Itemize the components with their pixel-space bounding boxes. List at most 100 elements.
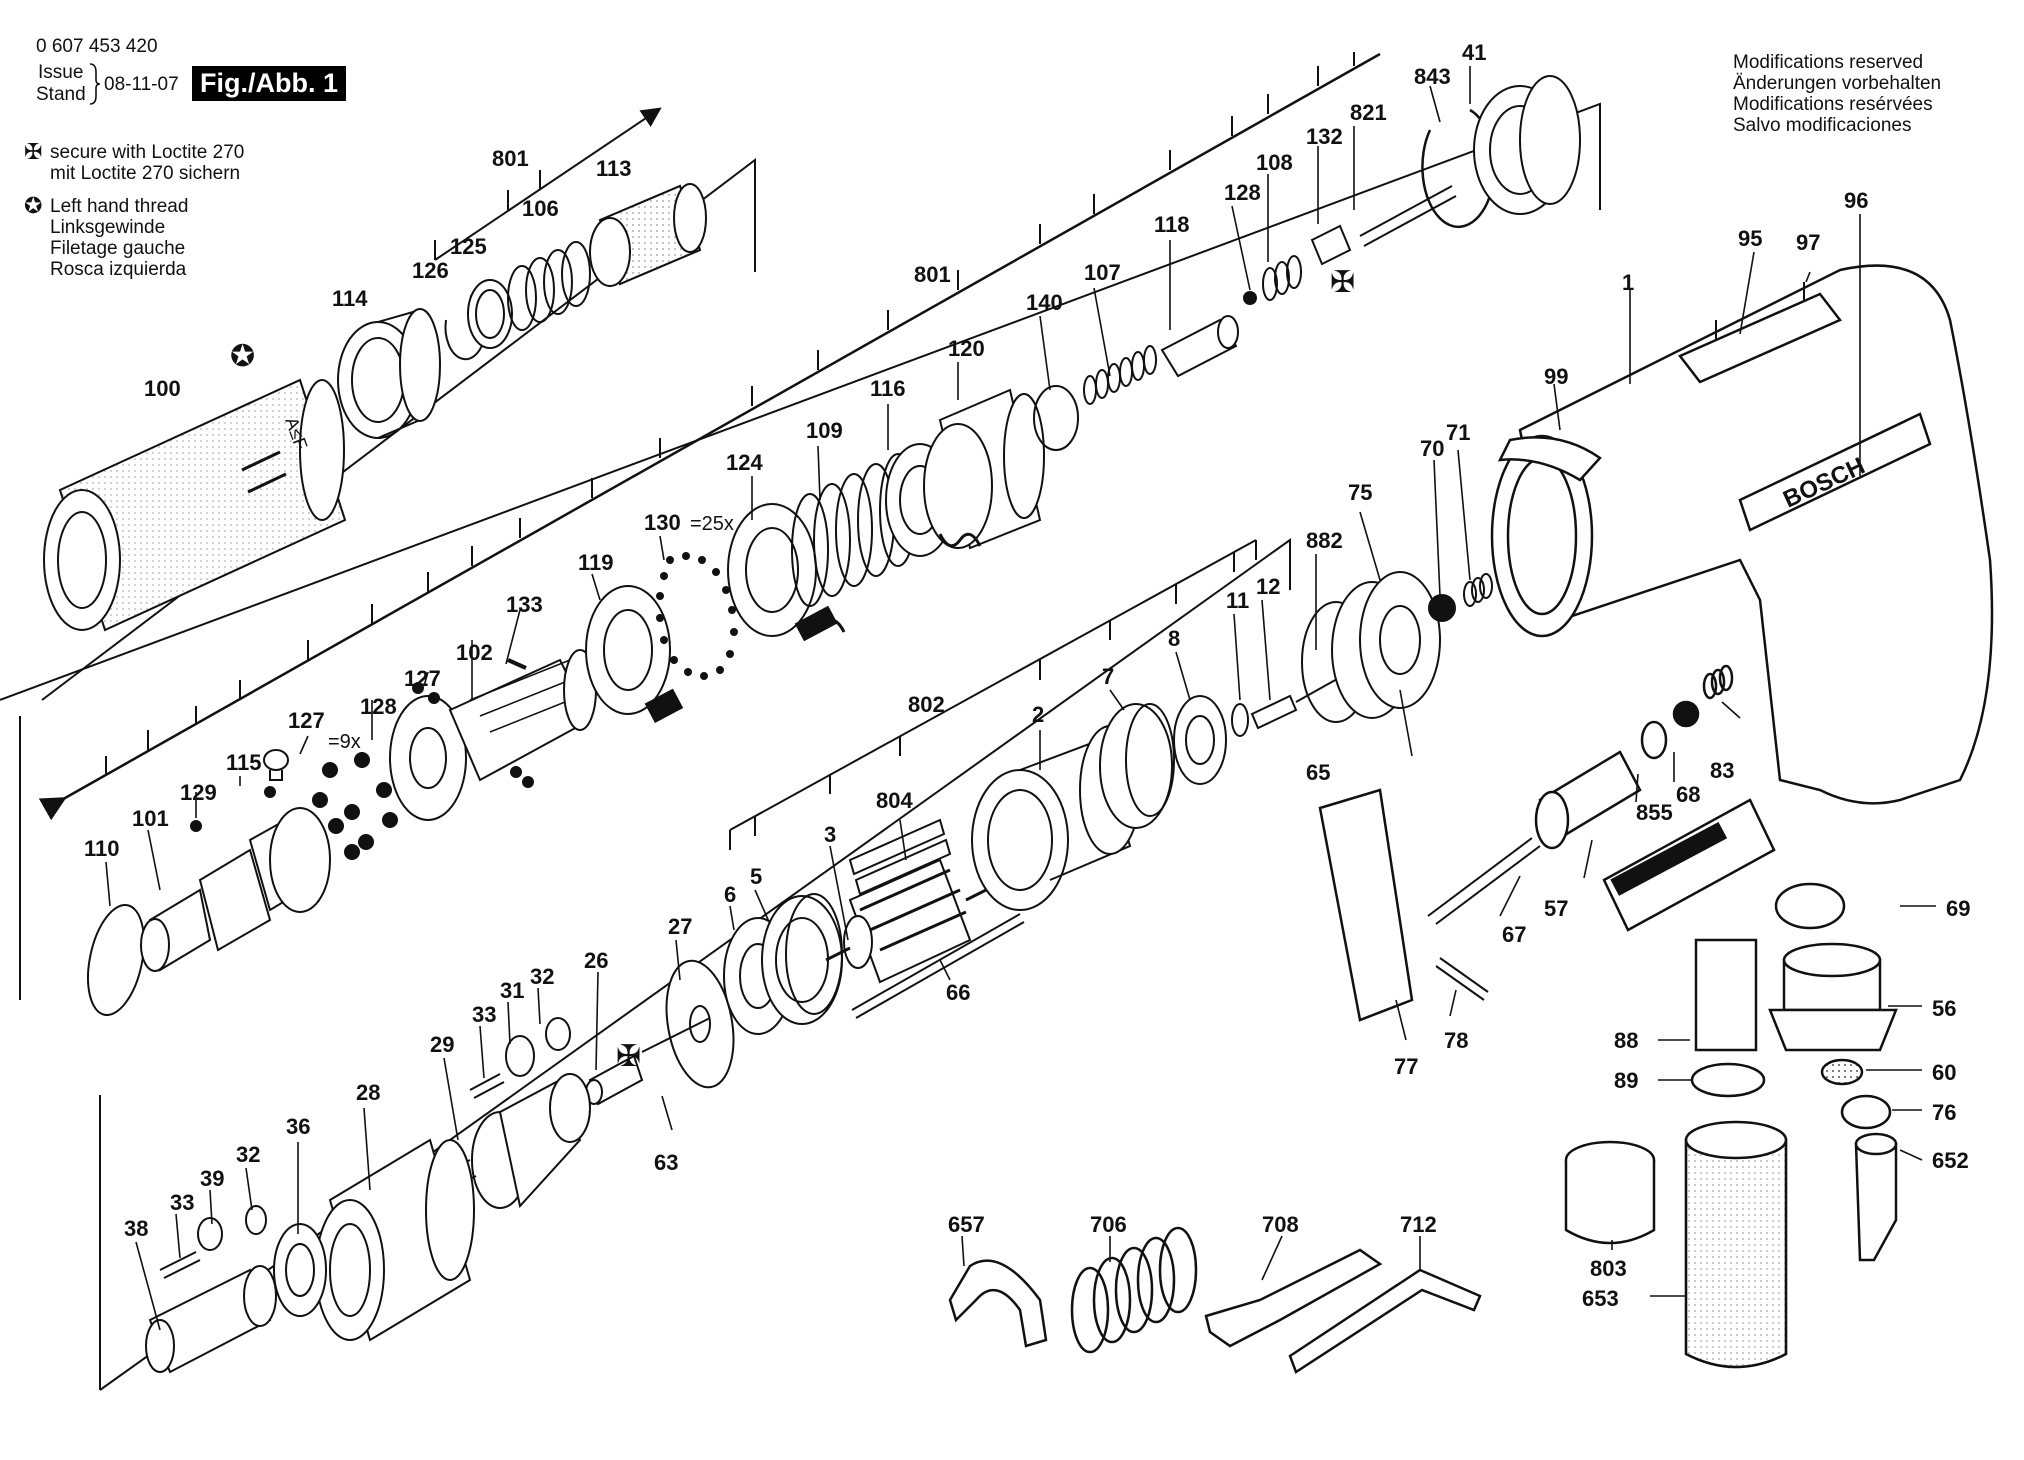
callout-label: 56 bbox=[1932, 996, 1956, 1021]
part-56-fitting bbox=[1768, 942, 1898, 1052]
spindle-assembly bbox=[38, 52, 1581, 1017]
motor-assembly bbox=[665, 539, 1493, 1089]
callout-label: 68 bbox=[1676, 782, 1700, 807]
part-129-ball bbox=[190, 820, 202, 832]
part-132-screw bbox=[1310, 224, 1352, 266]
mod-es: Salvo modificaciones bbox=[1733, 115, 1912, 136]
callout-label: 712 bbox=[1400, 1212, 1437, 1237]
callout-label: 89 bbox=[1614, 1068, 1638, 1093]
part-114-ring bbox=[337, 308, 441, 439]
callout-label: 75 bbox=[1348, 480, 1372, 505]
callout-label: 27 bbox=[668, 914, 692, 939]
callout-labels: 4184382113210812811810714080112011610912… bbox=[84, 40, 1970, 1311]
callout-label: =9x bbox=[328, 731, 361, 753]
part-83-spring bbox=[1702, 664, 1734, 700]
callout-label: 114 bbox=[332, 286, 368, 311]
callout-label: 78 bbox=[1444, 1028, 1468, 1053]
part-66-pin bbox=[851, 913, 1025, 1019]
part-63-rod bbox=[641, 1017, 711, 1053]
callout-label: 57 bbox=[1544, 896, 1568, 921]
callout-label: 66 bbox=[946, 980, 970, 1005]
part-855-oring bbox=[1640, 720, 1668, 760]
callout-label: 882 bbox=[1306, 528, 1343, 553]
callout-label: 41 bbox=[1462, 40, 1486, 65]
callout-label: 97 bbox=[1796, 230, 1820, 255]
axis-middle bbox=[38, 52, 1381, 821]
callout-label: 76 bbox=[1932, 1100, 1956, 1125]
part-76-ring bbox=[1840, 1094, 1892, 1130]
part-12-screw bbox=[1250, 694, 1298, 730]
part-821-rod bbox=[1359, 185, 1457, 247]
callout-label: 127 bbox=[404, 666, 441, 691]
part-110-oring bbox=[87, 903, 145, 1017]
callout-label: 2 bbox=[1032, 702, 1044, 727]
callout-label: 95 bbox=[1738, 226, 1762, 251]
callout-label: 12 bbox=[1256, 574, 1280, 599]
callout-label: 107 bbox=[1084, 260, 1121, 285]
part-100-chuck-sleeve: A≤F bbox=[43, 378, 347, 632]
callout-label: 133 bbox=[506, 592, 543, 617]
callout-label: 3 bbox=[824, 822, 836, 847]
callout-label: 67 bbox=[1502, 922, 1526, 947]
figure-badge: Fig./Abb. 1 bbox=[192, 66, 346, 101]
callout-label: 130 bbox=[644, 510, 681, 535]
gearbox-assembly bbox=[145, 1017, 711, 1374]
callout-label: 821 bbox=[1350, 100, 1387, 125]
callout-label: 101 bbox=[132, 806, 169, 831]
callout-label: 127 bbox=[288, 708, 325, 733]
callout-label: 5 bbox=[750, 864, 762, 889]
callout-label: 126 bbox=[412, 258, 449, 283]
part-32-planet bbox=[545, 1017, 571, 1051]
part-804-vanes bbox=[848, 818, 952, 896]
callout-label: 96 bbox=[1844, 188, 1868, 213]
part-89-cap bbox=[1690, 1062, 1766, 1098]
callout-label: 7 bbox=[1102, 664, 1114, 689]
part-38-output-spindle bbox=[145, 1265, 277, 1374]
callout-label: 132 bbox=[1306, 124, 1343, 149]
part-95-nameplate bbox=[1678, 292, 1842, 384]
callout-label: 70 bbox=[1420, 436, 1444, 461]
callout-label: 802 bbox=[908, 692, 945, 717]
callout-label: 31 bbox=[500, 978, 524, 1003]
part-31-planet bbox=[505, 1035, 535, 1077]
part-60-screen bbox=[1820, 1058, 1864, 1086]
callout-label: 71 bbox=[1446, 420, 1470, 445]
callout-label: 102 bbox=[456, 640, 493, 665]
part-140-ring bbox=[1033, 385, 1079, 451]
left-hand-thread-star-icon: ✪ bbox=[24, 193, 43, 218]
lht-note-4: Rosca izquierda bbox=[50, 259, 187, 280]
loctite-note-de: mit Loctite 270 sichern bbox=[50, 163, 241, 184]
part-88-filter-block bbox=[1694, 938, 1758, 1052]
issue-date: 08-11-07 bbox=[104, 74, 179, 95]
part-106-spring bbox=[507, 241, 591, 331]
bracket-801-middle bbox=[105, 52, 1355, 774]
part-57-valve bbox=[1534, 750, 1642, 850]
part-120-sleeve bbox=[923, 388, 1045, 550]
callout-label: 33 bbox=[472, 1002, 496, 1027]
callout-label: 140 bbox=[1026, 290, 1063, 315]
callout-label: 1 bbox=[1622, 270, 1634, 295]
callout-label: 653 bbox=[1582, 1286, 1619, 1311]
part-36-bearing bbox=[273, 1223, 327, 1317]
part-39-planet bbox=[197, 1217, 223, 1251]
part-33-pin bbox=[469, 1073, 505, 1099]
callout-label: 38 bbox=[124, 1216, 148, 1241]
part-8-bearing bbox=[1173, 695, 1227, 785]
part-101-spindle bbox=[140, 807, 331, 972]
part-657-clip bbox=[948, 1259, 1048, 1348]
group-frames bbox=[0, 102, 1601, 1391]
part-77-trigger bbox=[1318, 788, 1414, 1022]
callout-label: 804 bbox=[876, 788, 913, 813]
brace-icon bbox=[89, 63, 101, 105]
loctite-note-en: secure with Loctite 270 bbox=[50, 142, 245, 163]
lht-marker: ✪ bbox=[230, 340, 255, 373]
callout-label: 26 bbox=[584, 948, 608, 973]
part-113-knurled-sleeve bbox=[589, 183, 707, 287]
part-99-band bbox=[1497, 436, 1602, 482]
callout-label: 88 bbox=[1614, 1028, 1638, 1053]
part-653-muffler bbox=[1684, 1120, 1788, 1369]
part-127-ball-a bbox=[264, 786, 276, 798]
part-67-rod bbox=[1427, 837, 1541, 925]
frame-lower bbox=[99, 538, 1291, 1391]
